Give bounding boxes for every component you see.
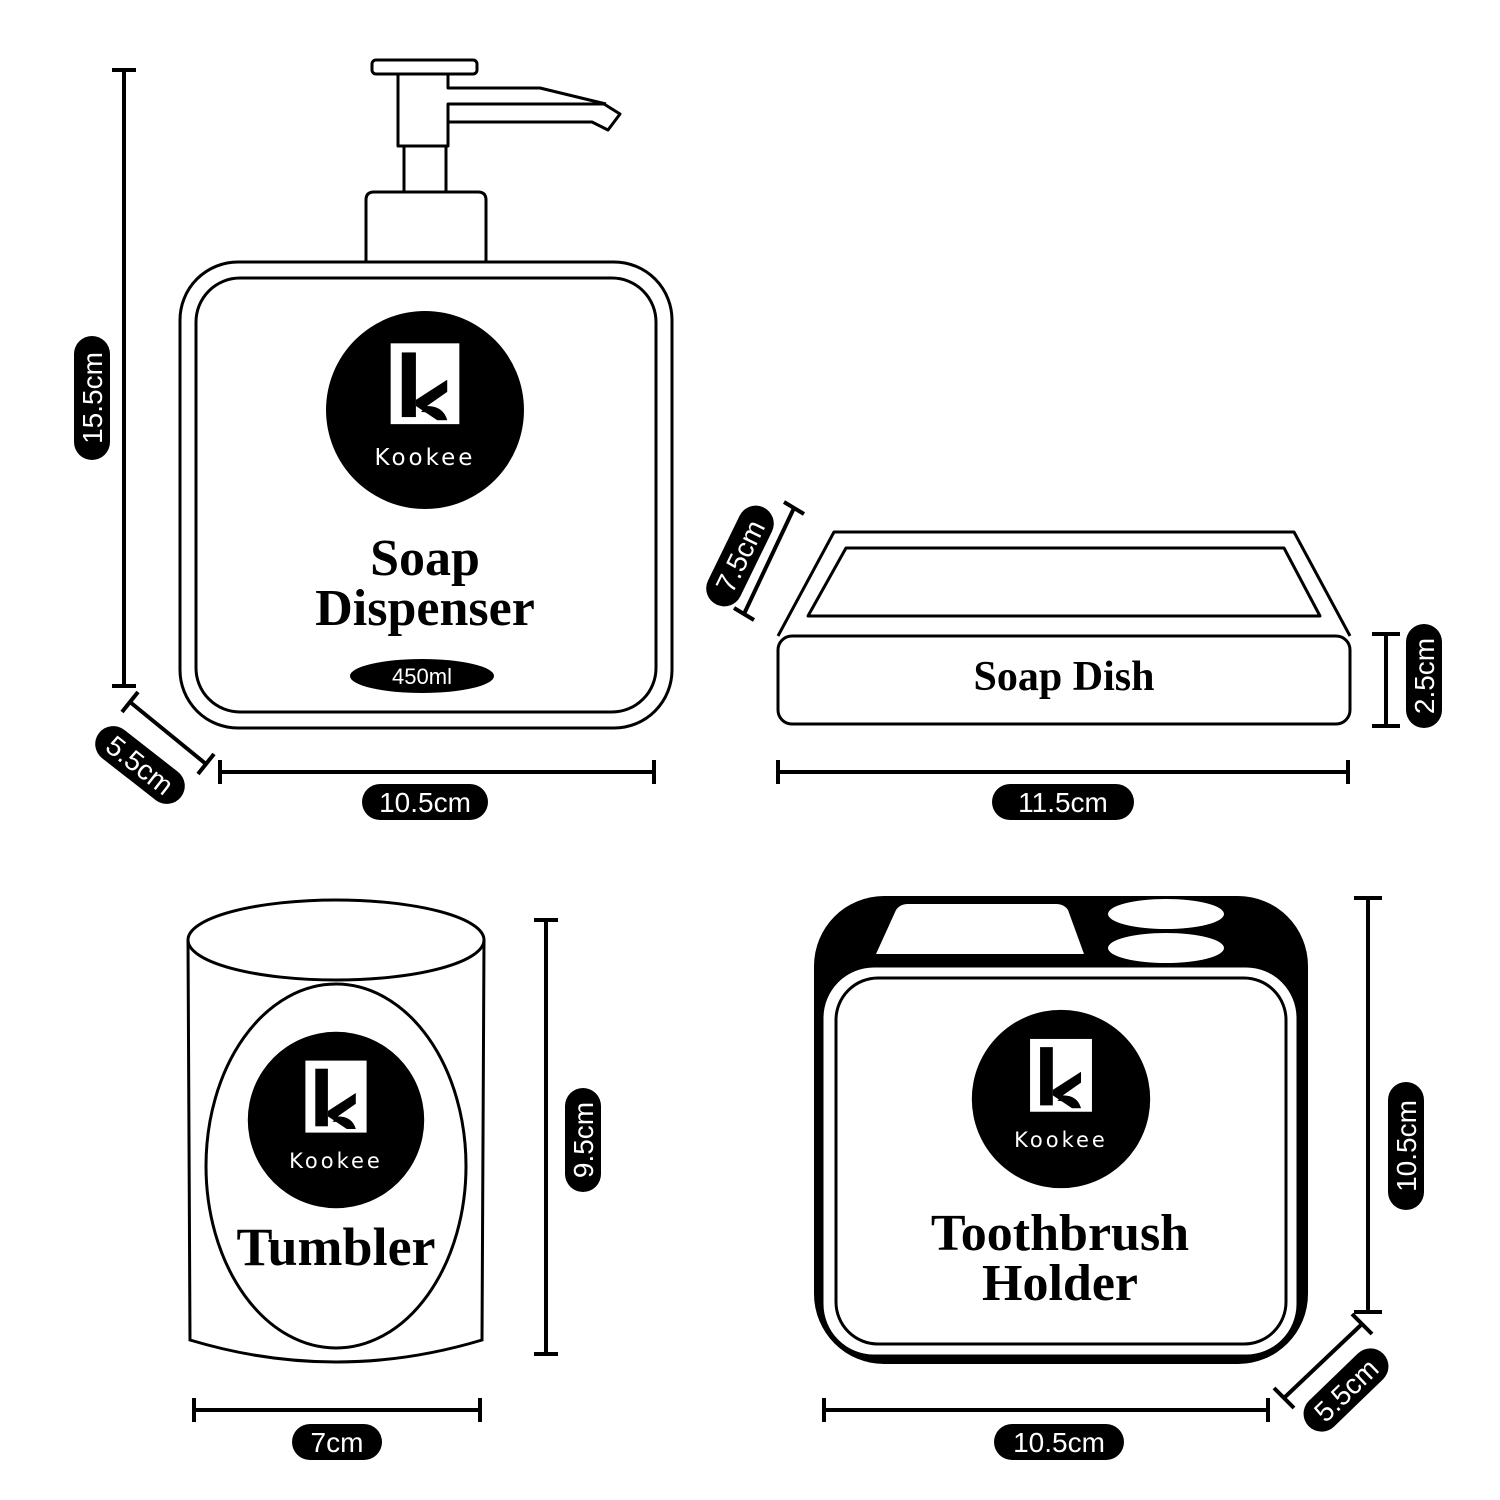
- soap-dish: [776, 530, 1352, 726]
- dish-width-label: 11.5cm: [1018, 787, 1108, 818]
- holder-depth-badge: 5.5cm: [1303, 1348, 1389, 1432]
- dish-rim: [776, 530, 1352, 637]
- dispenser-height-label: 15.5cm: [77, 352, 108, 444]
- tumbler-rim: [186, 898, 486, 982]
- tumbler-title: Tumbler: [236, 1217, 435, 1277]
- capacity-badge: 450ml: [350, 659, 494, 693]
- dispenser-title-line2: Dispenser: [315, 580, 535, 637]
- tumbler-body: [186, 939, 486, 1364]
- tumbler-width-badge: 7cm: [292, 1424, 382, 1460]
- soap-dispenser: [178, 58, 674, 730]
- dish-base: [776, 634, 1352, 726]
- dispenser-width-label: 10.5cm: [379, 787, 471, 818]
- brand-name: Kookee: [375, 445, 476, 471]
- dish-depth-label: 7.5cm: [710, 515, 771, 597]
- holder-depth-dimension: [1272, 1312, 1374, 1410]
- dispenser-height-dimension: [112, 68, 136, 688]
- holder-title-line1: Toothbrush: [931, 1205, 1189, 1262]
- dispenser-body-inner: [194, 276, 658, 714]
- capacity-label: 450ml: [392, 664, 452, 689]
- kookee-logo-icon: [247, 1031, 425, 1209]
- kookee-logo-icon: [971, 1009, 1151, 1189]
- holder-body-inner: [834, 976, 1288, 1346]
- brand-name: Kookee: [1014, 1128, 1108, 1152]
- tumbler-width-label: 7cm: [311, 1427, 364, 1458]
- holder-height-dimension: [1354, 896, 1382, 1314]
- dish-width-badge: 11.5cm: [992, 784, 1134, 820]
- holder-width-dimension: [822, 1398, 1270, 1422]
- dish-height-label: 2.5cm: [1409, 638, 1440, 714]
- dish-height-badge: 2.5cm: [1406, 624, 1442, 728]
- dispenser-title-line1: Soap: [370, 530, 480, 587]
- brand-name: Kookee: [289, 1149, 383, 1173]
- dispenser-body-outer: [178, 260, 674, 730]
- holder-slot-round-top: [1108, 899, 1224, 929]
- tumbler-height-badge: 9.5cm: [565, 1088, 601, 1192]
- holder-height-badge: 10.5cm: [1388, 1082, 1424, 1210]
- holder-width-label: 10.5cm: [1013, 1427, 1105, 1458]
- dispenser-width-badge: 10.5cm: [362, 784, 488, 820]
- tumbler-label-oval: [204, 982, 468, 1350]
- holder-title-line2: Holder: [982, 1255, 1138, 1312]
- kookee-logo-icon: [326, 311, 524, 509]
- dispenser-logo: Kookee: [326, 311, 524, 509]
- tumbler: [186, 898, 486, 1364]
- dish-depth-dimension: [732, 500, 806, 622]
- holder-slot-large: [876, 904, 1084, 954]
- tumbler-height-dimension: [534, 918, 558, 1356]
- dish-width-dimension: [776, 760, 1350, 784]
- pump-collar: [364, 190, 488, 262]
- dish-inner-tray: [806, 546, 1322, 618]
- holder-logo: Kookee: [971, 1009, 1151, 1189]
- pump-head: [370, 58, 622, 148]
- holder-width-badge: 10.5cm: [994, 1424, 1124, 1460]
- dispenser-depth-badge: 5.5cm: [95, 726, 185, 804]
- dish-depth-badge: 7.5cm: [706, 505, 774, 607]
- pump-neck: [402, 144, 448, 194]
- dispenser-width-dimension: [218, 760, 656, 784]
- holder-slot-round-bottom: [1108, 933, 1224, 963]
- tumbler-height-label: 9.5cm: [568, 1102, 599, 1178]
- dish-title: Soap Dish: [974, 654, 1155, 700]
- tumbler-width-dimension: [192, 1398, 482, 1422]
- dispenser-height-badge: 15.5cm: [74, 336, 110, 460]
- dispenser-depth-dimension: [120, 690, 216, 776]
- tumbler-logo: Kookee: [247, 1031, 425, 1209]
- dish-height-dimension: [1372, 632, 1400, 728]
- holder-height-label: 10.5cm: [1391, 1100, 1422, 1192]
